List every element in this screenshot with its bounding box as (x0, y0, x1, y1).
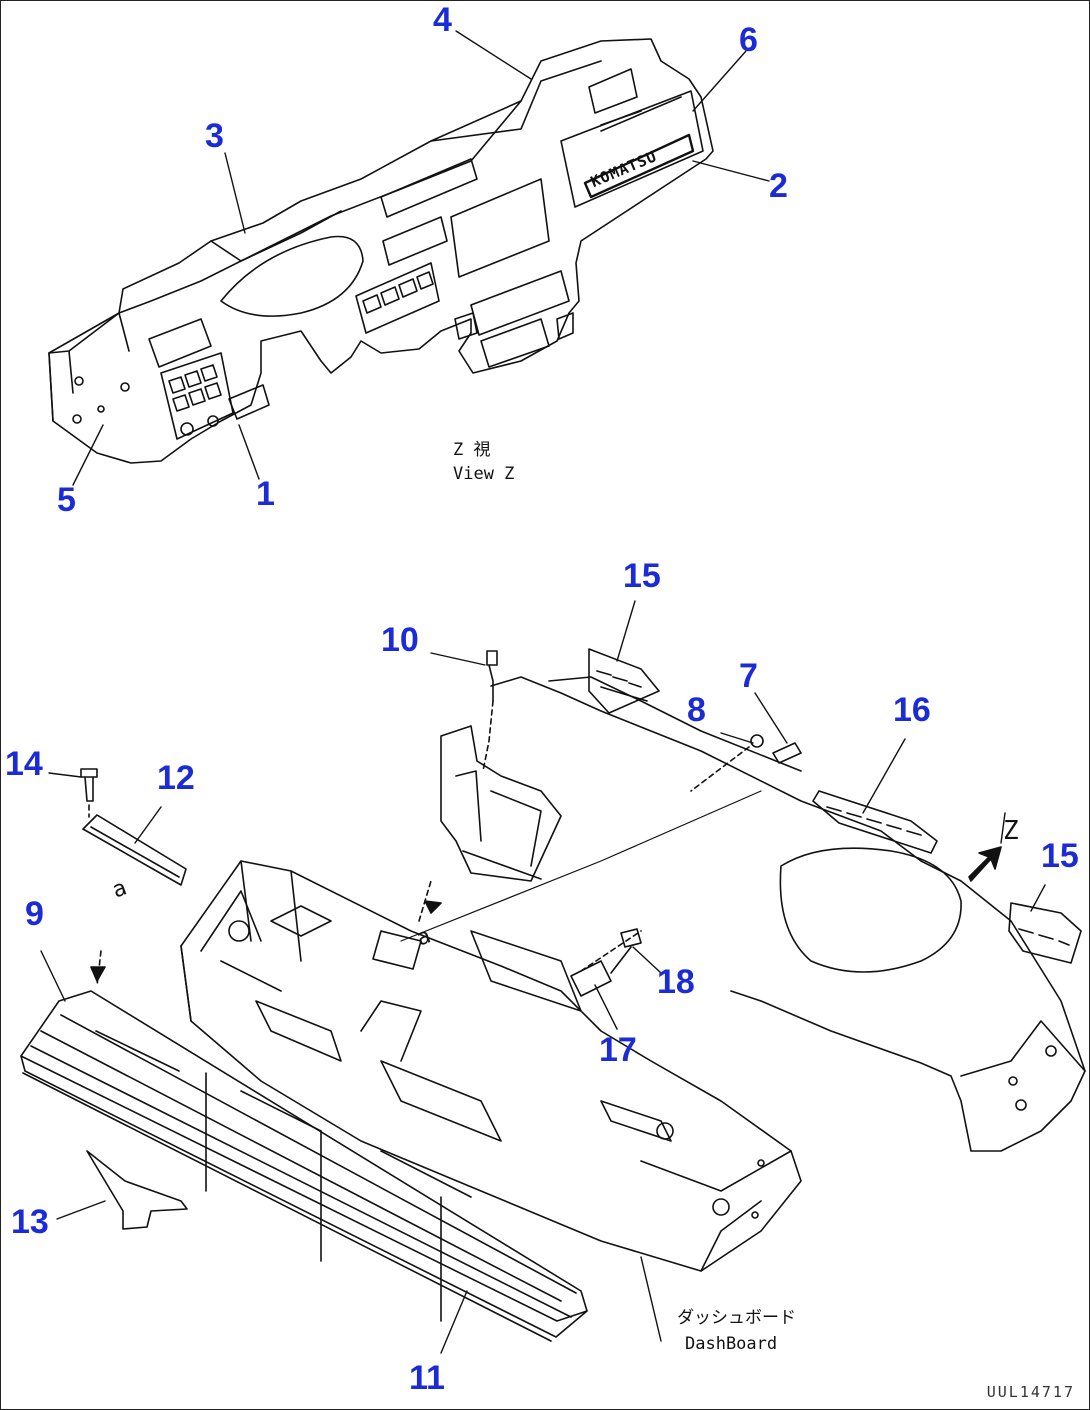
callout-15-top: 15 (623, 557, 661, 595)
callout-8: 8 (687, 691, 706, 729)
dashboard-label-jp: ダッシュボード (677, 1308, 796, 1328)
view-label-en: View Z (453, 464, 515, 484)
dashboard-view-z (48, 30, 770, 486)
callout-17: 17 (599, 1031, 637, 1069)
callout-9: 9 (25, 895, 44, 933)
callout-5: 5 (57, 481, 76, 519)
dashboard-frame-exploded (20, 600, 1086, 1354)
dashboard-label-en: DashBoard (685, 1334, 778, 1354)
callout-3: 3 (205, 117, 224, 155)
view-direction-mark: Z (1003, 816, 1019, 846)
callout-15-right: 15 (1041, 837, 1079, 875)
callout-10: 10 (381, 621, 419, 659)
callout-4: 4 (433, 1, 452, 39)
callout-6: 6 (739, 21, 758, 59)
callout-12: 12 (157, 759, 195, 797)
callout-7: 7 (739, 657, 758, 695)
drawing-id: UUL14717 (986, 1383, 1075, 1401)
callout-1: 1 (256, 475, 275, 513)
callout-18: 18 (657, 963, 695, 1001)
callout-16: 16 (893, 691, 931, 729)
callout-2: 2 (769, 167, 788, 205)
callout-11: 11 (409, 1359, 445, 1397)
callout-14: 14 (5, 745, 43, 783)
view-label-jp: Z 視 (453, 440, 491, 460)
callout-13: 13 (11, 1203, 49, 1241)
